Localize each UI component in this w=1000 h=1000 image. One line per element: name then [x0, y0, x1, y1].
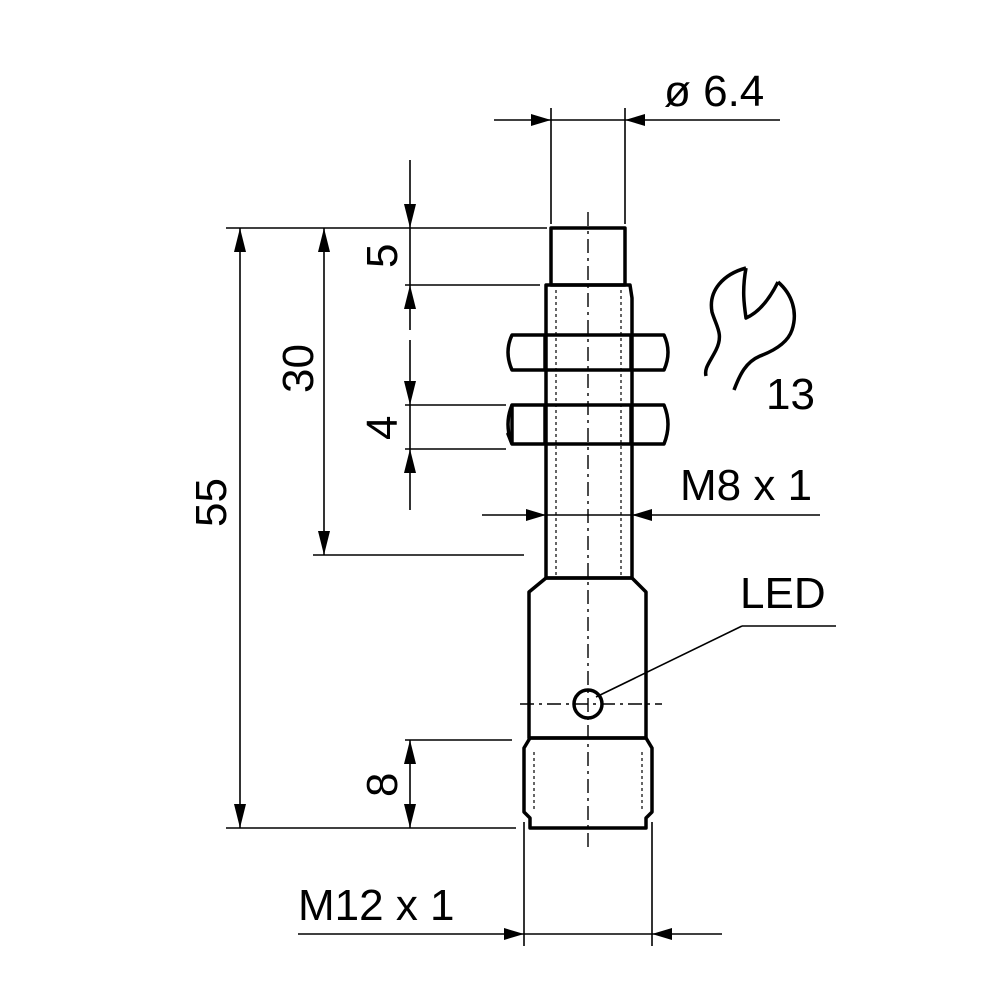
connector-thread-label: M12 x 1	[298, 881, 455, 930]
tip-length-dimension: 5	[358, 160, 416, 330]
diameter-dimension: ø 6.4	[494, 67, 780, 224]
threaded-barrel	[544, 283, 634, 580]
tip-length-label: 5	[358, 244, 407, 268]
nut-thickness-label: 4	[358, 416, 407, 440]
thread-length-dimension: 30	[274, 228, 330, 555]
sensor-body	[506, 212, 670, 848]
nut-thickness-dimension: 4	[358, 340, 416, 510]
total-length-label: 55	[187, 478, 236, 527]
front-thread-label: M8 x 1	[680, 461, 812, 510]
total-length-dimension: 55	[187, 228, 246, 828]
diameter-label: ø 6.4	[664, 67, 764, 116]
upper-nut	[506, 333, 670, 372]
wrench-icon	[703, 266, 797, 391]
connector-length-dimension: 8	[358, 740, 416, 828]
connector-length-label: 8	[358, 773, 407, 797]
led-label: LED	[740, 569, 826, 618]
front-thread-dimension: M8 x 1	[482, 461, 820, 521]
wrench-size-label: 13	[766, 370, 815, 419]
connector-thread-dimension: M12 x 1	[298, 822, 722, 946]
connector	[522, 736, 654, 830]
wrench-size-callout: 13	[703, 266, 815, 419]
thread-length-label: 30	[274, 344, 323, 393]
led-callout: LED	[595, 569, 836, 698]
extension-lines	[226, 227, 547, 829]
